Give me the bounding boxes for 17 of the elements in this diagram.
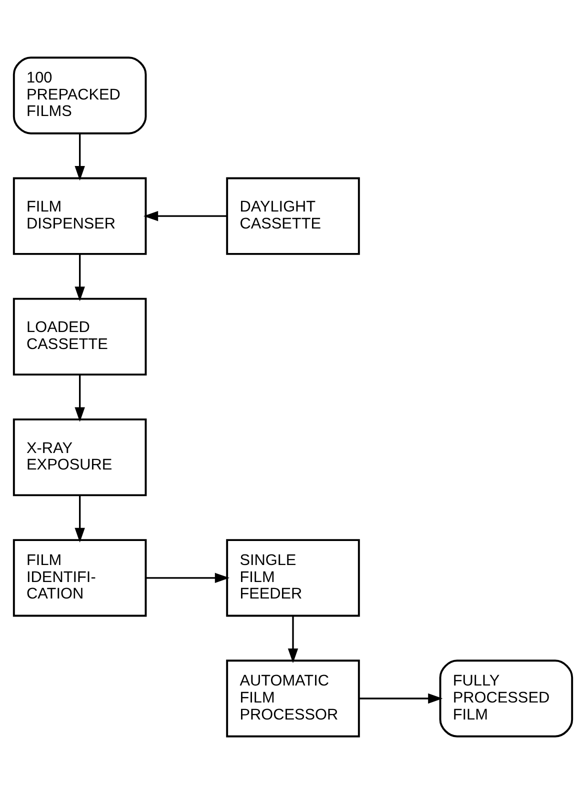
node-box: AUTOMATIC FILM PROCESSOR (226, 659, 360, 737)
node-box: DAYLIGHT CASSETTE (226, 176, 360, 254)
arrow (74, 494, 85, 542)
node-box: FILM DISPENSER (12, 176, 147, 254)
node-box: FULLY PROCESSED FILM (439, 659, 574, 737)
node-box: FILM IDENTIFI- CATION (12, 538, 147, 616)
node-box: X-RAY EXPOSURE (12, 418, 147, 496)
arrow (146, 572, 230, 583)
arrow (74, 133, 85, 180)
node-box: 100 PREPACKED FILMS (12, 56, 147, 134)
arrow (143, 210, 227, 221)
arrow (288, 615, 298, 663)
node-box: SINGLE FILM FEEDER (226, 538, 360, 616)
arrow (359, 692, 443, 704)
arrow (74, 374, 85, 422)
node-box: LOADED CASSETTE (12, 297, 147, 376)
arrow (74, 254, 85, 301)
